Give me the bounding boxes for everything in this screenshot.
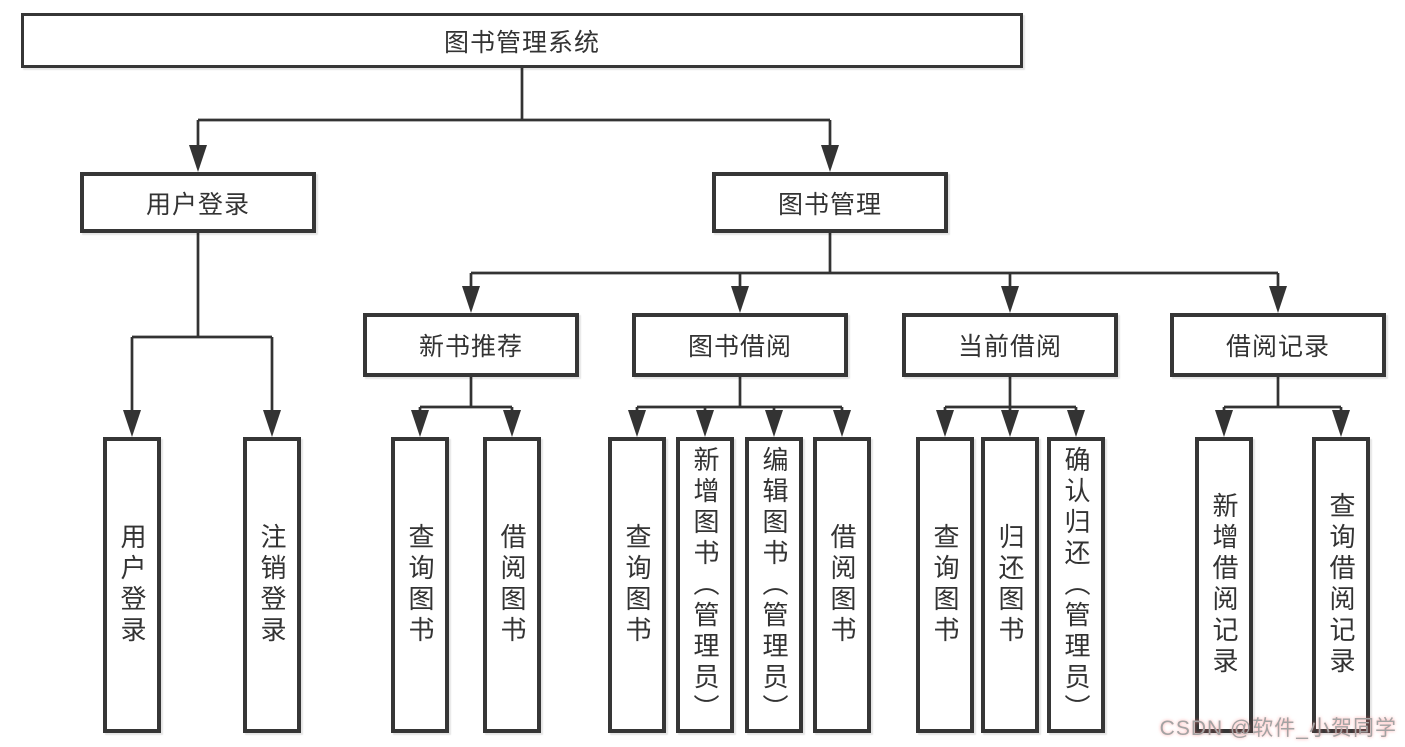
node-label: 确认归还（管理员）: [1061, 445, 1091, 725]
node-confirm-return-admin: 确认归还（管理员）: [1047, 437, 1105, 733]
node-label: 注销登录: [257, 523, 287, 647]
node-book-borrow: 图书借阅: [632, 313, 848, 377]
node-new-book-recommend: 新书推荐: [363, 313, 579, 377]
node-label: 图书借阅: [687, 333, 792, 361]
node-label: 用户登录: [145, 190, 250, 219]
node-label: 图书管理: [777, 190, 882, 219]
node-label: 查询图书: [405, 523, 435, 647]
node-root: 图书管理系统: [21, 13, 1023, 68]
node-return-books: 归还图书: [981, 437, 1039, 733]
node-label: 查询图书: [930, 523, 960, 647]
connector-arrowheads: [123, 145, 1350, 437]
node-label: 借阅图书: [497, 523, 527, 647]
node-edit-books-admin: 编辑图书（管理员）: [745, 437, 803, 733]
node-query-books-2: 查询图书: [608, 437, 666, 733]
node-add-books-admin: 新增图书（管理员）: [676, 437, 734, 733]
node-label: 新书推荐: [418, 333, 523, 361]
node-logout-action: 注销登录: [243, 437, 301, 733]
node-label: 新增借阅记录: [1209, 492, 1239, 678]
node-user-login: 用户登录: [80, 172, 316, 233]
node-label: 图书管理系统: [443, 28, 600, 57]
node-add-borrow-record: 新增借阅记录: [1195, 437, 1253, 733]
node-query-books-3: 查询图书: [916, 437, 974, 733]
node-label: 归还图书: [995, 523, 1025, 647]
node-label: 借阅记录: [1225, 333, 1330, 361]
node-label: 编辑图书（管理员）: [759, 445, 789, 725]
node-borrow-books-1: 借阅图书: [483, 437, 541, 733]
node-label: 借阅图书: [827, 523, 857, 647]
node-book-management: 图书管理: [712, 172, 948, 233]
node-label: 用户登录: [117, 523, 147, 647]
node-query-books-1: 查询图书: [391, 437, 449, 733]
node-label: 当前借阅: [957, 333, 1062, 361]
node-borrow-books-2: 借阅图书: [813, 437, 871, 733]
node-borrow-records: 借阅记录: [1170, 313, 1386, 377]
node-label: 查询图书: [622, 523, 652, 647]
csdn-watermark: CSDN @软件_小贺同学: [1159, 717, 1397, 740]
node-label: 新增图书（管理员）: [690, 445, 720, 725]
node-user-login-action: 用户登录: [103, 437, 161, 733]
node-query-borrow-record: 查询借阅记录: [1312, 437, 1370, 733]
node-current-borrow: 当前借阅: [902, 313, 1118, 377]
node-label: 查询借阅记录: [1326, 492, 1356, 678]
